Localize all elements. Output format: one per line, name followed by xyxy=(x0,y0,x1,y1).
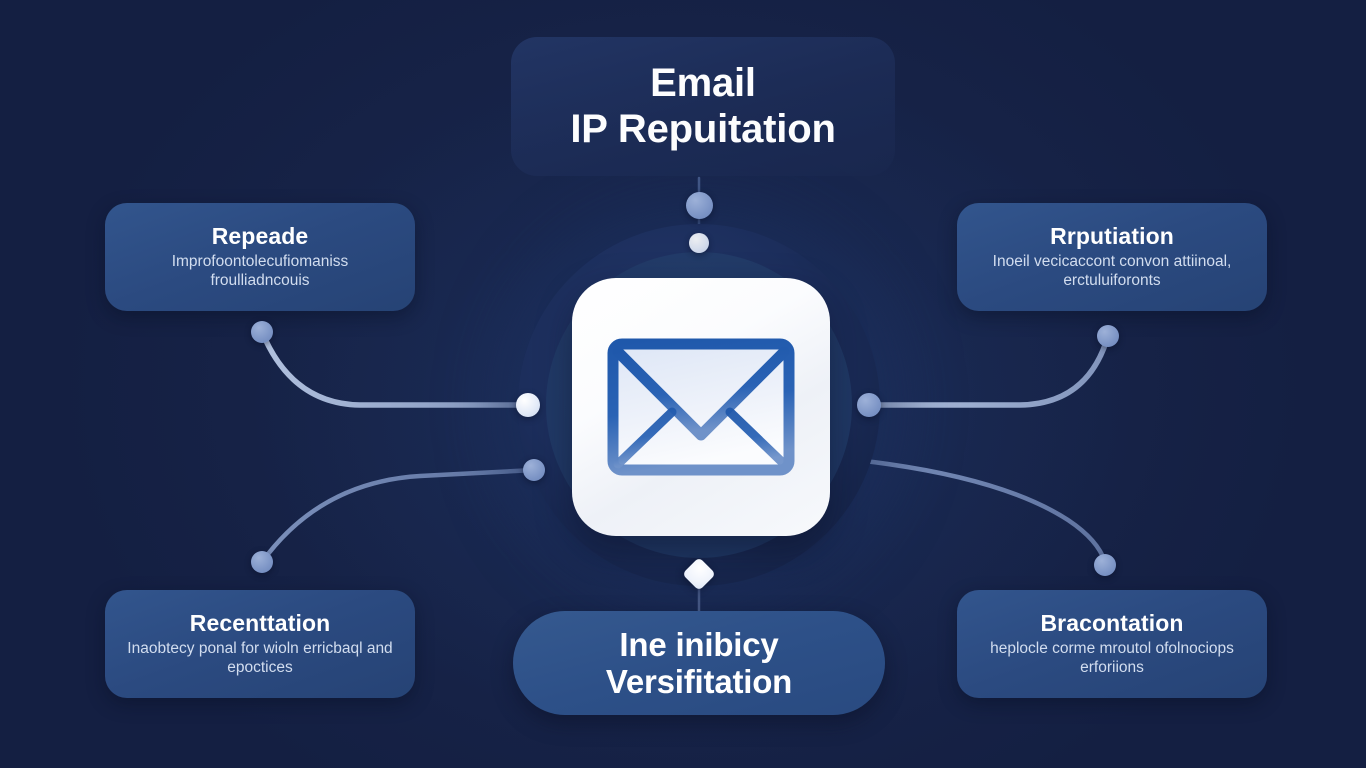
node-card-tl xyxy=(251,321,273,343)
card-top-left[interactable]: Repeade Improfoontolecufiomaniss froulli… xyxy=(105,203,415,311)
card-title: Repeade xyxy=(211,222,309,249)
card-description: heplocle corme mroutol ofolnociops erfor… xyxy=(990,639,1234,676)
card-top-right[interactable]: Rrputiation Inoeil vecicaccont convon at… xyxy=(957,203,1267,311)
node-card-br xyxy=(1094,554,1116,576)
card-bottom-right[interactable]: Bracontation heplocle corme mroutol ofol… xyxy=(957,590,1267,698)
card-description: Inoeil vecicaccont convon attiinoal, erc… xyxy=(992,252,1232,289)
page-title: Email IP Repuitation xyxy=(570,61,836,151)
node-hub-top xyxy=(689,233,709,253)
link-bottom-left xyxy=(259,467,537,565)
card-bottom-left[interactable]: Recenttation Inaobtecy ponal for wioln e… xyxy=(105,590,415,698)
bottom-pill-title: Ine inibicy Versifitation xyxy=(605,625,793,700)
link-top-right xyxy=(867,333,1111,408)
node-card-bl xyxy=(251,551,273,573)
card-title: Bracontation xyxy=(1040,609,1184,636)
node-card-tr xyxy=(1097,325,1119,347)
node-hub-right xyxy=(857,393,881,417)
bottom-pill-card[interactable]: Ine inibicy Versifitation xyxy=(513,611,885,715)
card-title: Rrputiation xyxy=(1050,222,1174,249)
node-hub-lowleft xyxy=(523,459,545,481)
card-description: Inaobtecy ponal for wioln erricbaql and … xyxy=(127,639,393,676)
link-top-left xyxy=(259,329,531,408)
email-icon-tile[interactable] xyxy=(572,278,830,536)
envelope-icon xyxy=(606,332,796,482)
card-title: Recenttation xyxy=(189,609,331,636)
node-hub-left xyxy=(516,393,540,417)
header-panel: Email IP Repuitation xyxy=(511,37,895,176)
node-header-stem xyxy=(686,192,713,219)
link-bottom-right xyxy=(853,457,1108,565)
card-description: Improfoontolecufiomaniss froulliadncouis xyxy=(171,252,349,289)
